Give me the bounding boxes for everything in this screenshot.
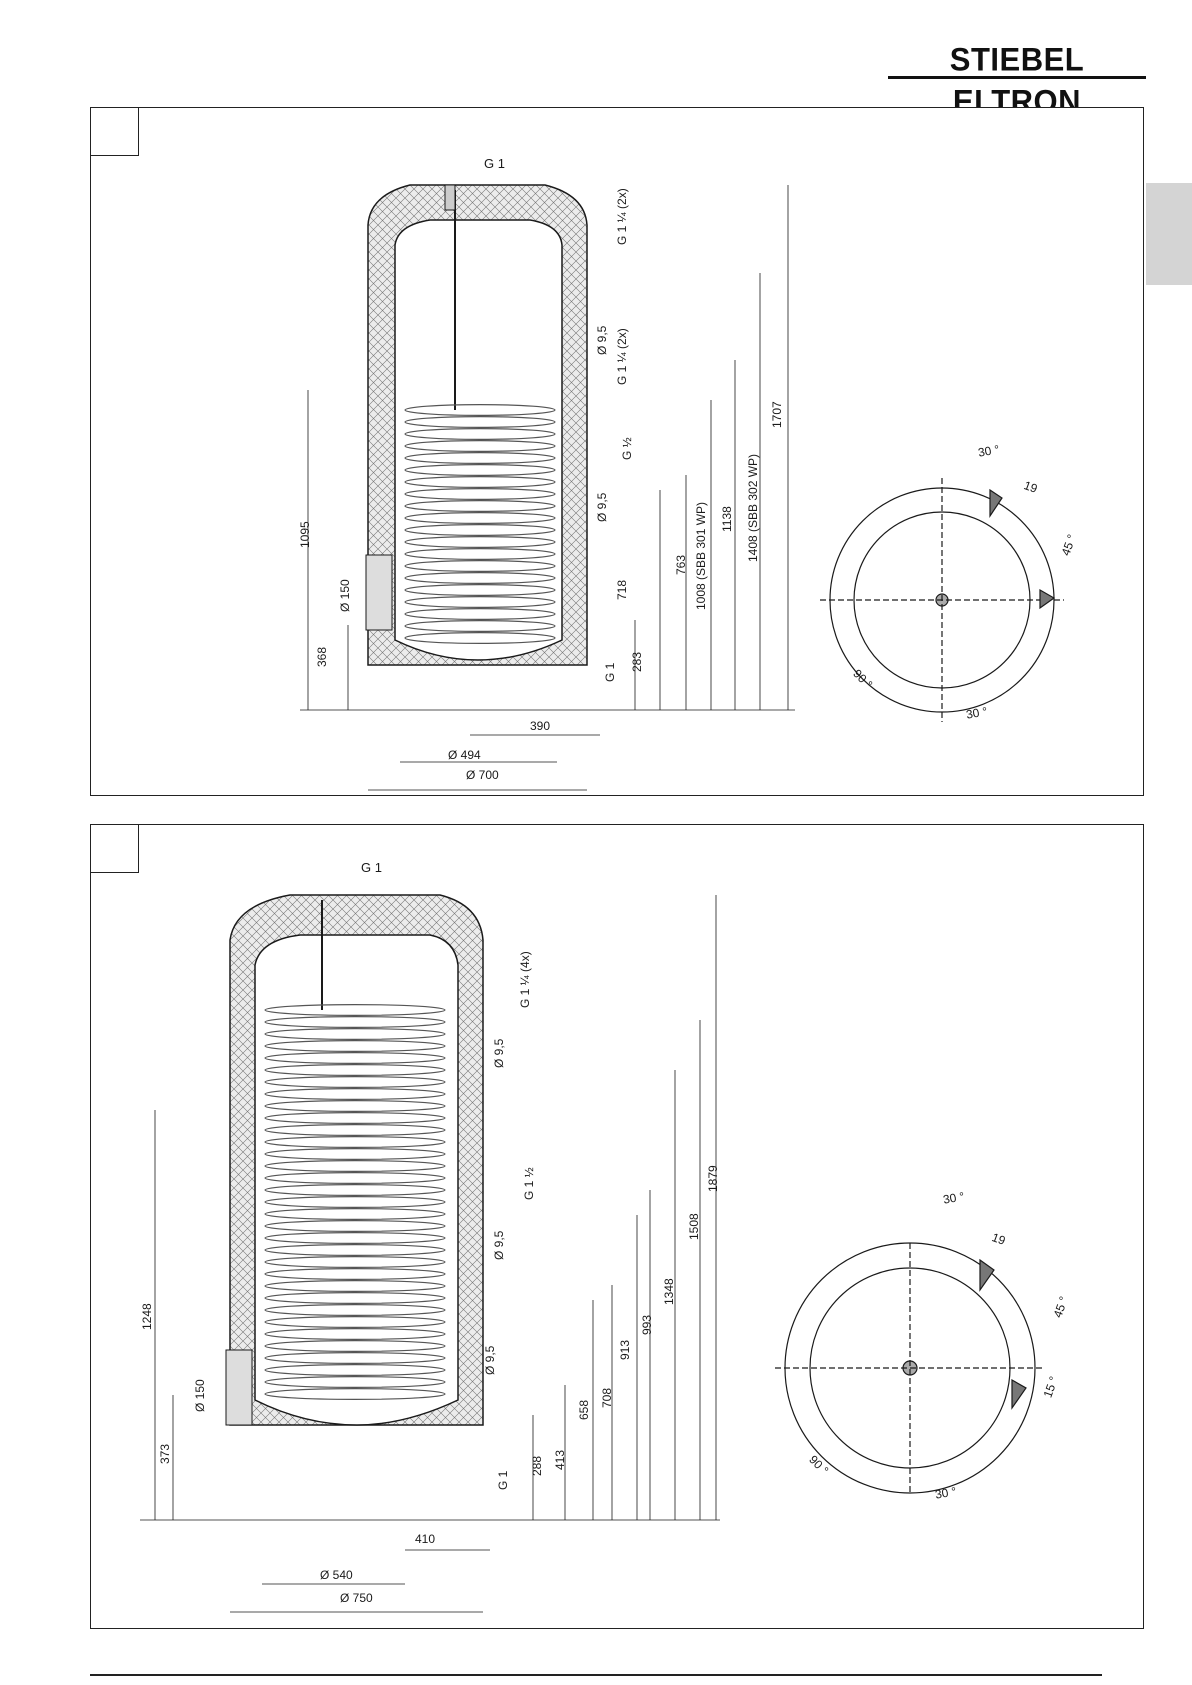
fig2-side-conn-5: Ø 9,5 — [483, 1345, 497, 1375]
figure-2-number — [91, 825, 139, 873]
coil-turn — [264, 1351, 446, 1364]
fig2-dim-1348: 1348 — [662, 1278, 676, 1305]
coil-turn — [264, 1027, 446, 1040]
coil-turn — [404, 619, 556, 632]
coil-turn — [264, 1339, 446, 1352]
heat-exchanger-coil-1 — [404, 404, 556, 644]
coil-turn — [404, 500, 556, 513]
figure-1-drawing — [300, 184, 1064, 791]
coil-turn — [264, 1303, 446, 1316]
fig2-dim-d540: Ø 540 — [320, 1568, 353, 1582]
fig2-side-conn-2: Ø 9,5 — [492, 1038, 506, 1068]
coil-turn — [404, 440, 556, 453]
coil-turn — [264, 1111, 446, 1124]
coil-turn — [264, 1243, 446, 1256]
fig1-dim-d494: Ø 494 — [448, 748, 481, 762]
coil-turn — [264, 1039, 446, 1052]
coil-turn — [404, 488, 556, 501]
coil-turn — [404, 428, 556, 441]
figure-1-number — [91, 108, 139, 156]
fig1-top-connection: G 1 — [484, 156, 505, 171]
fig2-dim-1508: 1508 — [687, 1213, 701, 1240]
coil-turn — [264, 1279, 446, 1292]
coil-turn — [264, 1327, 446, 1340]
brand-logo: STIEBEL ELTRON — [949, 41, 1085, 120]
coil-turn — [264, 1063, 446, 1076]
fig2-side-conn-1: G 1 ¼ (4x) — [518, 951, 532, 1008]
coil-turn — [264, 1387, 446, 1400]
top-view-1 — [820, 478, 1064, 722]
coil-turn — [264, 1291, 446, 1304]
fig2-dim-410: 410 — [415, 1532, 436, 1546]
coil-turn — [264, 1123, 446, 1136]
coil-turn — [404, 416, 556, 429]
coil-turn — [404, 607, 556, 620]
coil-turn — [264, 1183, 446, 1196]
coil-turn — [264, 1159, 446, 1172]
section-tab — [1146, 183, 1192, 285]
coil-turn — [264, 1195, 446, 1208]
coil-turn — [264, 1219, 446, 1232]
fig2-side-conn-4: Ø 9,5 — [492, 1230, 506, 1260]
fig2-top-connection: G 1 — [361, 860, 382, 875]
coil-turn — [404, 583, 556, 596]
coil-turn — [404, 476, 556, 489]
coil-turn — [404, 559, 556, 572]
footer-rule — [90, 1674, 1102, 1676]
coil-turn — [264, 1015, 446, 1028]
fig2-dim-1879: 1879 — [706, 1165, 720, 1192]
coil-turn — [264, 1267, 446, 1280]
coil-turn — [264, 1099, 446, 1112]
fig2-side-conn-3: G 1 ½ — [522, 1167, 536, 1200]
fig2-dim-658: 658 — [577, 1399, 591, 1420]
fig2-dim-d750: Ø 750 — [340, 1591, 373, 1605]
coil-turn — [264, 1375, 446, 1388]
fig2-flange-dim: Ø 150 — [193, 1379, 207, 1412]
coil-turn — [264, 1003, 446, 1016]
coil-turn — [404, 571, 556, 584]
fig2-dim-1248: 1248 — [140, 1303, 154, 1330]
coil-turn — [404, 464, 556, 477]
heat-exchanger-coil-2 — [264, 1003, 446, 1400]
coil-turn — [264, 1315, 446, 1328]
logo-underline — [888, 76, 1146, 79]
coil-turn — [264, 1051, 446, 1064]
coil-turn — [264, 1075, 446, 1088]
coil-turn — [264, 1363, 446, 1376]
coil-turn — [264, 1255, 446, 1268]
coil-turn — [264, 1171, 446, 1184]
coil-turn — [404, 452, 556, 465]
fig2-side-conn-1-count: (4x) — [518, 951, 532, 972]
coil-turn — [404, 523, 556, 536]
coil-turn — [264, 1135, 446, 1148]
coil-turn — [404, 404, 556, 417]
fig2-bottom-connection: G 1 — [496, 1470, 510, 1490]
flange-1 — [365, 554, 393, 631]
coil-turn — [264, 1207, 446, 1220]
coil-turn — [404, 631, 556, 644]
top-view-2 — [775, 1242, 1045, 1494]
coil-turn — [264, 1087, 446, 1100]
coil-turn — [264, 1231, 446, 1244]
fig2-dim-913: 913 — [618, 1339, 632, 1360]
fig2-dim-288: 288 — [530, 1455, 544, 1476]
coil-turn — [264, 1147, 446, 1160]
fig2-dim-413: 413 — [553, 1449, 567, 1470]
fig1-dim-390: 390 — [530, 719, 551, 733]
fig2-dim-993: 993 — [640, 1314, 654, 1335]
fig2-dim-373: 373 — [158, 1443, 172, 1464]
fig1-dim-d700: Ø 700 — [466, 768, 499, 782]
fig2-dim-708: 708 — [600, 1387, 614, 1408]
coil-turn — [404, 511, 556, 524]
flange-2 — [225, 1349, 253, 1426]
fig2-side-conn-1-label: G 1 ¼ — [518, 975, 532, 1008]
coil-turn — [404, 595, 556, 608]
figure-1-panel — [90, 107, 1144, 796]
coil-turn — [404, 547, 556, 560]
coil-turn — [404, 535, 556, 548]
